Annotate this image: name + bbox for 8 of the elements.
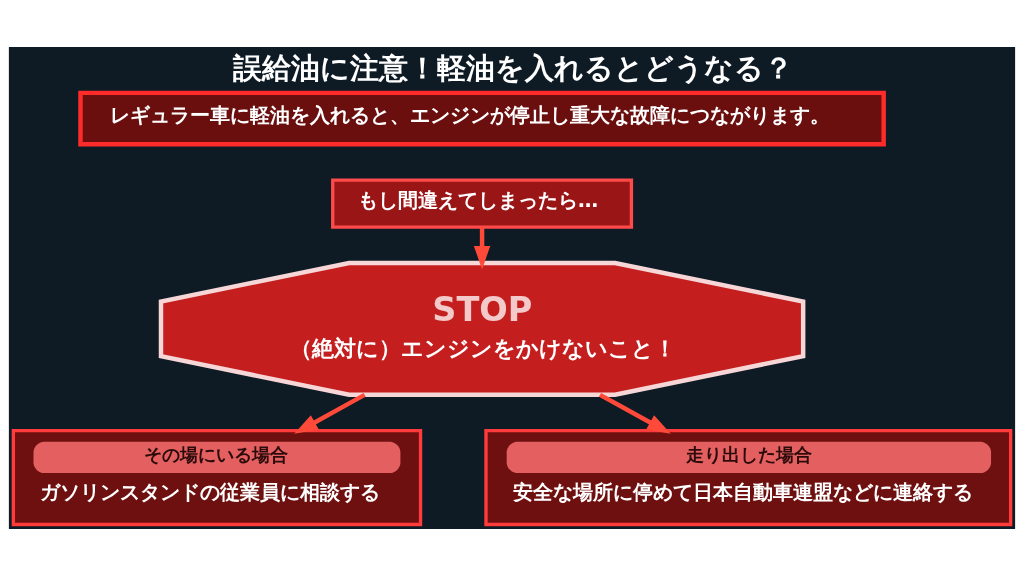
node-box: 走り出した場合 安全な場所に停めて日本自動車連盟などに連絡する (484, 428, 1013, 527)
node-box: レギュラー車に軽油を入れると、エンジンが停止し重大な故障につながります。 (78, 90, 886, 147)
diagram-title: 誤給油に注意！軽油を入れるとどうなる？ (232, 51, 793, 86)
node-box: もし間違えてしまったら… (331, 178, 634, 229)
arrow (598, 392, 671, 434)
node-box: その場にいる場合 ガソリンスタンドの従業員に相談する (11, 428, 423, 527)
arrow (473, 227, 491, 270)
arrow (294, 392, 366, 434)
